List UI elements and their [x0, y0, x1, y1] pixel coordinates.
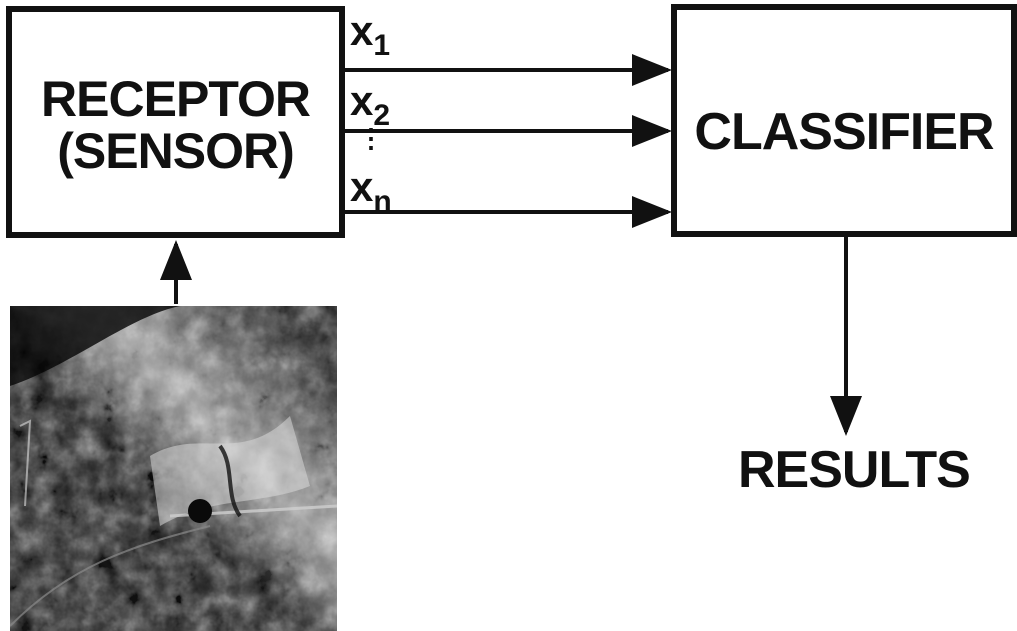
feature-ellipsis: ⋮ — [358, 134, 384, 143]
feature-x1-label: x1 — [350, 10, 390, 61]
input-photo — [10, 306, 337, 631]
sensor-label: (SENSOR) — [12, 122, 339, 180]
receptor-label: RECEPTOR — [12, 70, 339, 128]
classifier-label: CLASSIFIER — [677, 102, 1011, 162]
results-label: RESULTS — [738, 440, 970, 500]
feature-xn-label: xn — [350, 166, 392, 217]
receptor-box: RECEPTOR (SENSOR) — [6, 6, 345, 238]
classifier-box: CLASSIFIER — [671, 4, 1017, 237]
